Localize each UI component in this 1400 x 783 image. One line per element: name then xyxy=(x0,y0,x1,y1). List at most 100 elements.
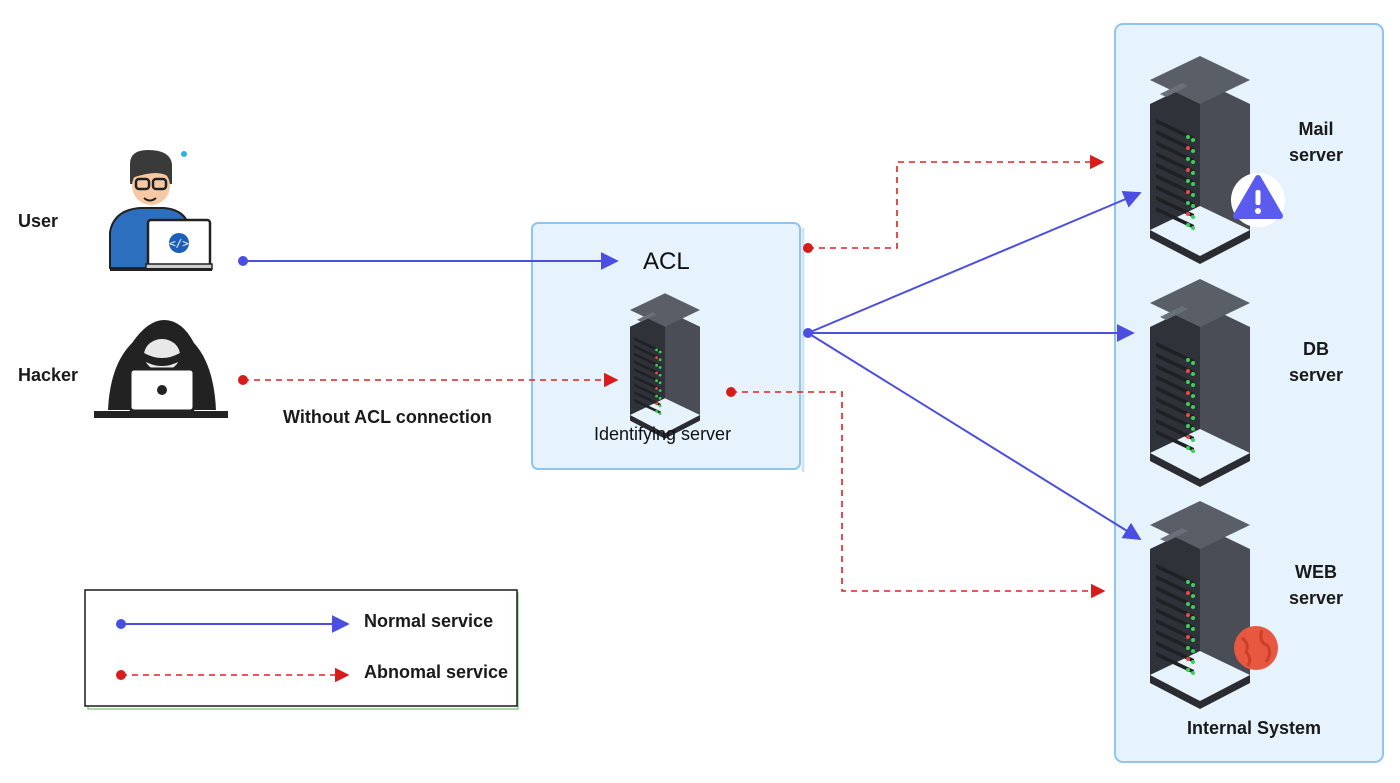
server-led xyxy=(1191,638,1195,642)
identifying-server-icon xyxy=(630,293,700,439)
identifying-server-label: Identifying server xyxy=(594,424,732,444)
server-slot xyxy=(1156,641,1194,663)
server-led xyxy=(1191,383,1195,387)
server-led xyxy=(655,402,658,406)
server-led xyxy=(1186,613,1190,617)
server-slot xyxy=(634,337,661,353)
server-led xyxy=(1186,413,1190,417)
server-led xyxy=(1186,580,1190,584)
acl-to-web-edge xyxy=(807,332,1142,540)
server-slot xyxy=(634,345,661,361)
server-led xyxy=(1191,616,1195,620)
server-led xyxy=(1186,668,1190,672)
server-slot xyxy=(1156,430,1194,452)
user-icon: </> xyxy=(109,150,213,271)
server-led xyxy=(658,404,662,408)
mail-server-label: Mail server xyxy=(1288,119,1344,165)
server-led xyxy=(1191,583,1195,587)
server-slot xyxy=(1156,619,1194,641)
server-led xyxy=(1186,380,1190,384)
server-slot xyxy=(1156,386,1194,408)
server-led xyxy=(1191,660,1195,664)
svg-text:</>: </> xyxy=(169,237,189,250)
server-led xyxy=(1186,179,1190,183)
server-led xyxy=(1191,671,1195,675)
globe-icon xyxy=(1234,626,1278,670)
server-slot xyxy=(1156,185,1194,207)
server-slot xyxy=(1156,130,1194,152)
server-led xyxy=(1191,226,1195,230)
server-slot xyxy=(1156,419,1194,441)
server-slot xyxy=(1156,353,1194,375)
server-slot xyxy=(1156,375,1194,397)
server-led xyxy=(1186,135,1190,139)
server-led xyxy=(658,373,662,377)
server-led xyxy=(1186,168,1190,172)
server-led xyxy=(1186,358,1190,362)
web-server-icon xyxy=(1150,501,1250,709)
server-led xyxy=(1186,635,1190,639)
server-slot xyxy=(634,352,661,369)
server-slot xyxy=(634,391,661,407)
server-slot xyxy=(1156,608,1194,630)
server-led xyxy=(1186,435,1190,439)
server-led xyxy=(1191,372,1195,376)
server-slot xyxy=(1156,119,1194,141)
server-slot xyxy=(1156,196,1194,218)
server-slot xyxy=(1156,207,1194,229)
server-led xyxy=(655,371,658,375)
web-server-label: WEB server xyxy=(1288,562,1344,608)
server-slot xyxy=(1156,141,1194,163)
server-led xyxy=(658,350,662,354)
warning-icon xyxy=(1231,173,1285,227)
hacker-label: Hacker xyxy=(18,365,79,385)
server-led xyxy=(1186,201,1190,205)
server-slot xyxy=(634,375,661,392)
server-slot xyxy=(634,383,661,399)
server-led xyxy=(1186,369,1190,373)
server-led xyxy=(1186,591,1190,595)
without-acl-label: Without ACL connection xyxy=(283,407,492,427)
server-led xyxy=(1186,602,1190,606)
server-led xyxy=(1186,157,1190,161)
abnormal-to-mail-edge xyxy=(808,154,1105,249)
server-led xyxy=(1186,624,1190,628)
server-led xyxy=(1191,594,1195,598)
server-led xyxy=(1186,223,1190,227)
server-led xyxy=(1186,146,1190,150)
server-led xyxy=(658,366,662,369)
server-slot xyxy=(1156,597,1194,619)
server-led xyxy=(1191,449,1195,453)
server-led xyxy=(1191,204,1195,208)
server-led xyxy=(1186,446,1190,450)
server-slot xyxy=(634,360,661,376)
server-slot xyxy=(1156,564,1194,586)
server-led xyxy=(1191,160,1195,164)
server-led xyxy=(1186,391,1190,395)
server-slot xyxy=(1156,575,1194,597)
user-label: User xyxy=(18,211,59,231)
server-led xyxy=(1191,193,1195,197)
server-vent xyxy=(637,312,657,322)
legend-normal-label: Normal service xyxy=(364,611,494,631)
server-led xyxy=(1191,361,1195,365)
db-server-icon xyxy=(1150,279,1250,487)
server-led xyxy=(1191,138,1195,142)
server-slot xyxy=(1156,174,1194,196)
server-led xyxy=(1186,402,1190,406)
server-led xyxy=(1186,424,1190,428)
server-led xyxy=(1186,190,1190,194)
server-slot xyxy=(1156,152,1194,174)
server-led xyxy=(655,379,658,383)
server-slot xyxy=(1156,652,1194,674)
server-led xyxy=(1191,215,1195,219)
server-led xyxy=(1191,416,1195,420)
server-led xyxy=(655,363,658,367)
server-led xyxy=(655,394,658,398)
server-led xyxy=(1191,171,1195,175)
server-led xyxy=(658,381,662,385)
server-slot xyxy=(1156,408,1194,430)
server-led xyxy=(658,358,662,362)
server-led xyxy=(658,389,662,392)
server-slot xyxy=(1156,163,1194,185)
